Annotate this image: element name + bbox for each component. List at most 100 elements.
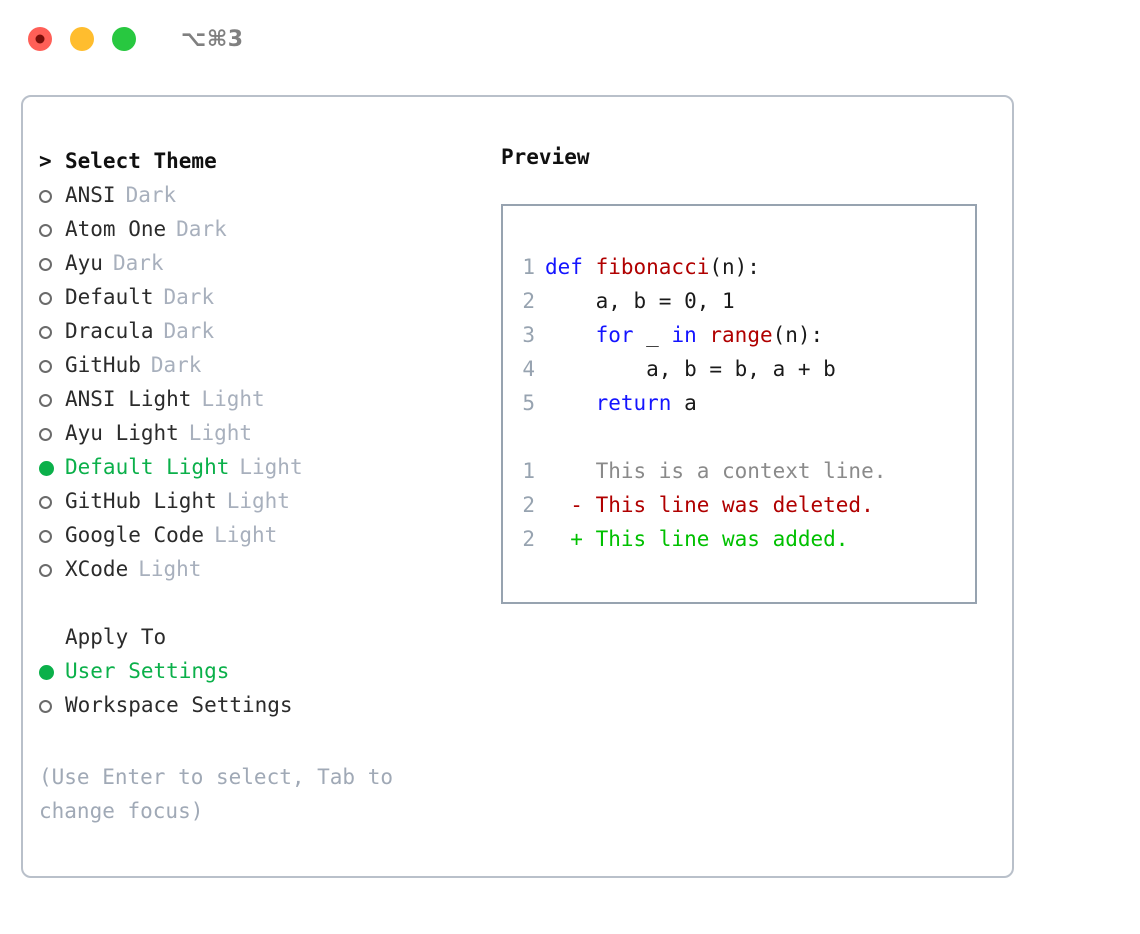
code-line: 5 return a: [519, 386, 975, 420]
radio-unselected-icon[interactable]: [39, 285, 65, 309]
apply-to-option-workspace-settings[interactable]: Workspace Settings: [39, 688, 489, 722]
close-button[interactable]: [28, 27, 52, 51]
code-token: for: [595, 323, 634, 347]
theme-option-label: Ayu: [65, 251, 103, 275]
radio-selected-icon[interactable]: [39, 455, 65, 479]
theme-option-label: ANSI Light: [65, 387, 192, 411]
line-number: 5: [522, 391, 535, 415]
code-token: range: [709, 323, 773, 347]
theme-option-default[interactable]: Default Dark: [39, 280, 489, 314]
window-controls: [28, 27, 136, 51]
theme-option-ansi[interactable]: ANSI Dark: [39, 178, 489, 212]
theme-variant-badge: Dark: [125, 183, 177, 207]
diff-text: This is a context line.: [545, 459, 887, 483]
code-diff-separator: [519, 420, 975, 454]
theme-option-label: Atom One: [65, 217, 167, 241]
diff-line: 1 This is a context line.: [519, 454, 975, 488]
theme-option-xcode[interactable]: XCode Light: [39, 552, 489, 586]
radio-unselected-icon[interactable]: [39, 217, 65, 241]
code-token: _: [633, 323, 672, 347]
theme-variant-badge: Light: [138, 557, 202, 581]
theme-variant-badge: Dark: [176, 217, 227, 241]
radio-unselected-icon[interactable]: [39, 693, 65, 717]
theme-option-ansi-light[interactable]: ANSI Light Light: [39, 382, 489, 416]
theme-option-github-light[interactable]: GitHub Light Light: [39, 484, 489, 518]
theme-variant-badge: Light: [188, 421, 253, 445]
code-token: in: [671, 323, 710, 347]
theme-variant-badge: Light: [214, 523, 278, 547]
theme-option-label: XCode: [65, 557, 129, 581]
diff-line: 2 - This line was deleted.: [519, 488, 975, 522]
theme-variant-badge: Dark: [163, 285, 215, 309]
window-titlebar: ⌥⌘3: [0, 0, 1140, 78]
code-token: (n):: [709, 255, 760, 279]
radio-unselected-icon[interactable]: [39, 557, 65, 581]
apply-to-option-user-settings[interactable]: User Settings: [39, 654, 489, 688]
theme-variant-badge: Dark: [150, 353, 202, 377]
theme-option-label: GitHub: [65, 353, 141, 377]
theme-variant-badge: Light: [201, 387, 265, 411]
theme-option-ayu[interactable]: Ayu Dark: [39, 246, 489, 280]
theme-option-label: Default: [65, 285, 154, 309]
line-number: 2: [522, 527, 535, 551]
radio-unselected-icon[interactable]: [39, 489, 65, 513]
maximize-button[interactable]: [112, 27, 136, 51]
line-number: 1: [522, 255, 535, 279]
theme-option-label: Ayu Light: [65, 421, 179, 445]
code-line: 4 a, b = b, a + b: [519, 352, 975, 386]
theme-option-label: ANSI: [65, 183, 116, 207]
theme-option-google-code[interactable]: Google Code Light: [39, 518, 489, 552]
code-line: 1 def fibonacci(n):: [519, 250, 975, 284]
radio-unselected-icon[interactable]: [39, 421, 65, 445]
list-spacer: [39, 586, 489, 620]
code-token: def: [545, 255, 596, 279]
line-number: 2: [522, 493, 535, 517]
theme-variant-badge: Dark: [163, 319, 215, 343]
code-token: [545, 323, 596, 347]
theme-option-ayu-light[interactable]: Ayu Light Light: [39, 416, 489, 450]
code-line: 3 for _ in range(n):: [519, 318, 975, 352]
radio-unselected-icon[interactable]: [39, 183, 65, 207]
select-theme-title: Select Theme: [65, 149, 217, 173]
theme-option-label: Default Light: [65, 455, 230, 479]
code-token: return: [595, 391, 672, 415]
keyboard-hint-text: (Use Enter to select, Tab to change focu…: [39, 765, 394, 823]
radio-selected-icon[interactable]: [39, 659, 65, 683]
code-token: fibonacci: [595, 255, 710, 279]
code-token: a, b = 0, 1: [545, 289, 735, 313]
theme-option-github[interactable]: GitHub Dark: [39, 348, 489, 382]
code-token: a: [671, 391, 697, 415]
line-number: 4: [522, 357, 535, 381]
theme-option-label: Google Code: [65, 523, 205, 547]
code-line: 2 a, b = 0, 1: [519, 284, 975, 318]
caret-icon: >: [39, 149, 52, 173]
radio-unselected-icon[interactable]: [39, 353, 65, 377]
theme-option-atom-one[interactable]: Atom One Dark: [39, 212, 489, 246]
radio-unselected-icon[interactable]: [39, 523, 65, 547]
radio-unselected-icon[interactable]: [39, 251, 65, 275]
code-token: a, b = b, a + b: [545, 357, 836, 381]
code-token: [545, 391, 596, 415]
radio-unselected-icon[interactable]: [39, 387, 65, 411]
code-token: (n):: [772, 323, 824, 347]
diff-text: - This line was deleted.: [545, 493, 874, 517]
line-number: 3: [522, 323, 535, 347]
diff-sample: 1 This is a context line.2 - This line w…: [519, 454, 975, 556]
preview-title: Preview: [501, 145, 590, 169]
theme-option-label: GitHub Light: [65, 489, 217, 513]
minimize-button[interactable]: [70, 27, 94, 51]
radio-unselected-icon[interactable]: [39, 319, 65, 343]
theme-variant-badge: Dark: [112, 251, 164, 275]
line-number: 2: [522, 289, 535, 313]
theme-variant-badge: Light: [226, 489, 290, 513]
apply-to-header: ○ Apply To: [39, 620, 489, 654]
